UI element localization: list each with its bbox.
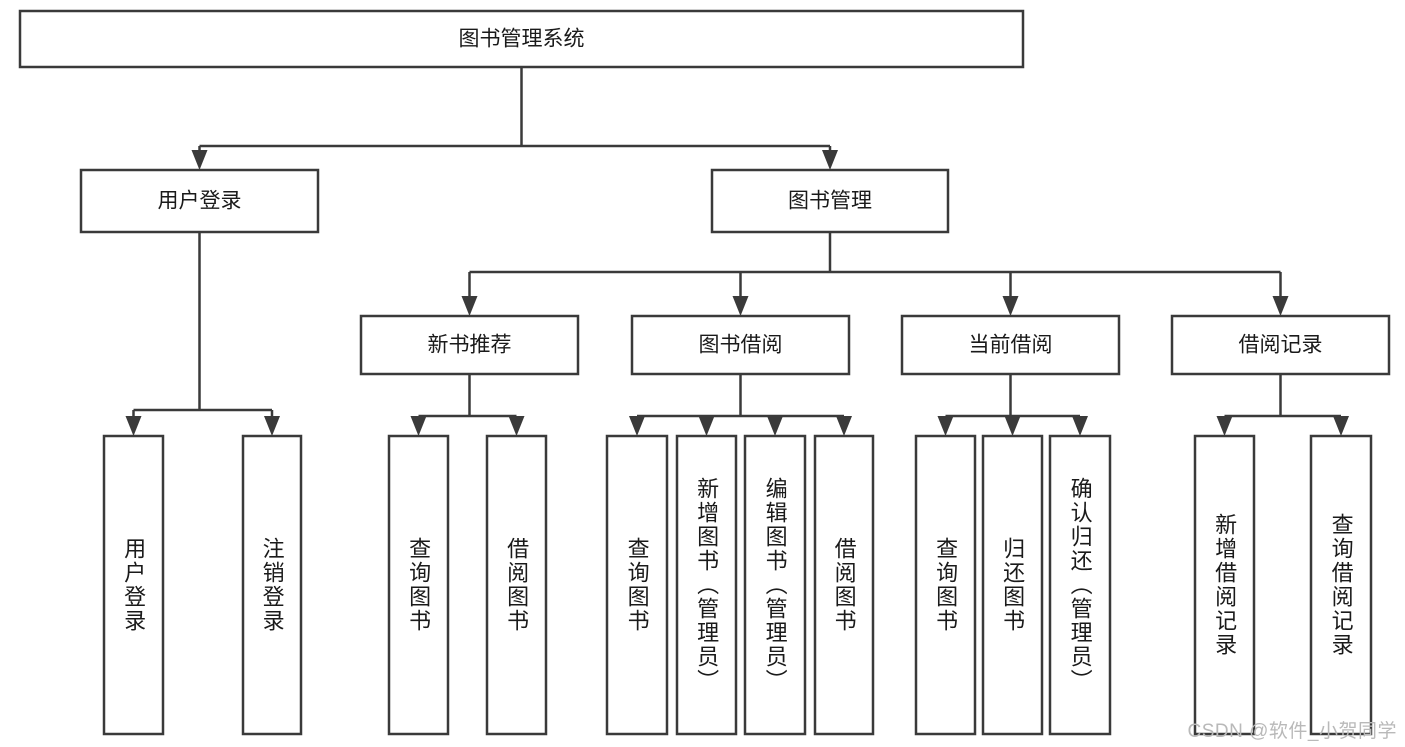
arrowhead-icon	[836, 416, 852, 436]
node-leaf-confirm-return[interactable]	[1048, 434, 1112, 736]
node-new-book-rec[interactable]	[359, 314, 580, 376]
arrowhead-icon	[629, 416, 645, 436]
node-leaf-return-book[interactable]	[981, 434, 1044, 736]
connector-layer	[125, 67, 1349, 436]
arrowhead-icon	[698, 416, 715, 436]
arrowhead-icon	[1216, 416, 1233, 436]
node-book-manage-label: 图书管理	[788, 190, 872, 213]
arrowhead-icon	[1333, 416, 1349, 436]
node-user-login-label: 用户登录	[158, 190, 242, 213]
arrowhead-icon	[191, 150, 208, 170]
node-book-borrow-label: 图书借阅	[699, 334, 783, 357]
arrowhead-icon	[1072, 416, 1088, 436]
node-current-borrow-label: 当前借阅	[969, 334, 1053, 357]
arrowhead-icon	[767, 416, 783, 436]
arrowhead-icon	[410, 416, 427, 436]
arrowhead-icon	[937, 416, 954, 436]
arrowhead-icon	[1272, 296, 1289, 316]
node-leaf-logout[interactable]	[241, 434, 303, 736]
arrowhead-icon	[508, 416, 525, 436]
node-current-borrow[interactable]	[900, 314, 1121, 376]
node-leaf-add-book[interactable]	[675, 434, 738, 736]
arrowhead-icon	[125, 416, 142, 436]
arrowhead-icon	[264, 416, 280, 436]
arrowhead-icon	[461, 296, 478, 316]
node-leaf-add-record[interactable]	[1193, 434, 1256, 736]
arrowhead-icon	[822, 150, 838, 170]
node-user-login[interactable]	[79, 168, 320, 234]
arrowhead-icon	[732, 296, 749, 316]
node-leaf-borrow-book-2[interactable]	[813, 434, 875, 736]
node-leaf-edit-book[interactable]	[743, 434, 807, 736]
node-book-manage[interactable]	[710, 168, 950, 234]
node-leaf-query-book-1[interactable]	[387, 434, 450, 736]
node-borrow-record[interactable]	[1170, 314, 1391, 376]
arrowhead-icon	[1004, 416, 1021, 436]
node-leaf-query-record[interactable]	[1309, 434, 1373, 736]
arrowhead-icon	[1002, 296, 1019, 316]
node-root-label: 图书管理系统	[459, 28, 585, 51]
node-book-borrow[interactable]	[630, 314, 851, 376]
node-leaf-user-login[interactable]	[102, 434, 165, 736]
node-leaf-query-book-3[interactable]	[914, 434, 977, 736]
watermark-text: CSDN @软件_小贺同学	[1187, 721, 1397, 742]
node-leaf-borrow-book-1[interactable]	[485, 434, 548, 736]
node-borrow-record-label: 借阅记录	[1239, 334, 1323, 357]
node-leaf-query-book-2[interactable]	[605, 434, 669, 736]
node-root[interactable]	[18, 9, 1025, 69]
node-new-book-rec-label: 新书推荐	[428, 334, 512, 357]
